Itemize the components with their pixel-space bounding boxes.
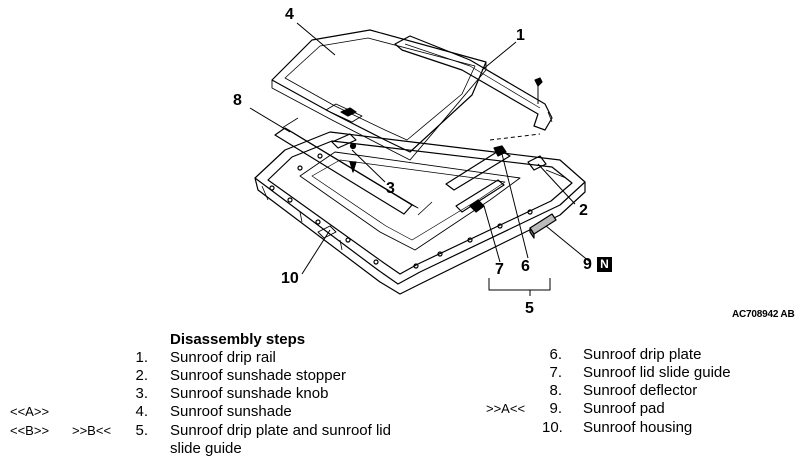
callout-2: 2 <box>579 202 588 219</box>
sunshade-knob-part <box>331 133 357 173</box>
sunroof-sunshade-part <box>271 29 487 161</box>
step-label: Sunroof drip plate <box>583 346 702 363</box>
sunshade-stopper-part <box>527 155 567 179</box>
step-number: 2. <box>135 367 148 384</box>
removal-reference: <<B>> <box>10 423 50 438</box>
step-number: 10. <box>542 419 563 436</box>
sunroof-housing-part <box>254 131 586 295</box>
step-label: Sunroof lid slide guide <box>583 364 731 381</box>
new-part-badge: N <box>597 257 612 272</box>
step-label: Sunroof sunshade <box>170 403 292 420</box>
step-number: 5. <box>135 422 148 439</box>
callout-6: 6 <box>521 258 530 275</box>
step-label: Sunroof drip rail <box>170 349 276 366</box>
callout-3: 3 <box>386 180 395 197</box>
step-label: Sunroof housing <box>583 419 693 436</box>
sunroof-deflector-part <box>274 117 433 216</box>
step-number: 9. <box>549 400 562 417</box>
step-number: 4. <box>135 403 148 420</box>
callout-5: 5 <box>525 300 534 317</box>
installation-reference: >>A<< <box>486 401 526 416</box>
step-label: Sunroof drip plate and sunroof lid <box>170 422 391 439</box>
exploded-view-diagram <box>249 22 591 296</box>
callout-4: 4 <box>285 6 294 23</box>
figure-code: AC708942 AB <box>732 309 795 320</box>
step-label: Sunroof pad <box>583 400 665 417</box>
callout-9: 9 <box>583 256 592 273</box>
disassembly-steps-title: Disassembly steps <box>170 331 306 348</box>
leader-lines <box>249 22 591 296</box>
callout-1: 1 <box>516 27 525 44</box>
removal-reference: <<A>> <box>10 404 50 419</box>
step-number: 8. <box>549 382 562 399</box>
step-label: Sunroof sunshade knob <box>170 385 329 402</box>
step-number: 7. <box>549 364 562 381</box>
drip-plate-and-slide-guide-part <box>445 145 511 213</box>
step-number: 6. <box>549 346 562 363</box>
callout-7: 7 <box>495 261 504 278</box>
step-label: Sunroof sunshade stopper <box>170 367 346 384</box>
step-number: 3. <box>135 385 148 402</box>
step-label: Sunroof deflector <box>583 382 698 399</box>
callout-8: 8 <box>233 92 242 109</box>
sunroof-pad-part <box>529 213 557 239</box>
step-number: 1. <box>135 349 148 366</box>
installation-reference: >>B<< <box>72 423 112 438</box>
sunroof-drip-rail-part <box>394 35 553 131</box>
callout-10: 10 <box>281 270 299 287</box>
step-label-continued: slide guide <box>170 440 242 457</box>
